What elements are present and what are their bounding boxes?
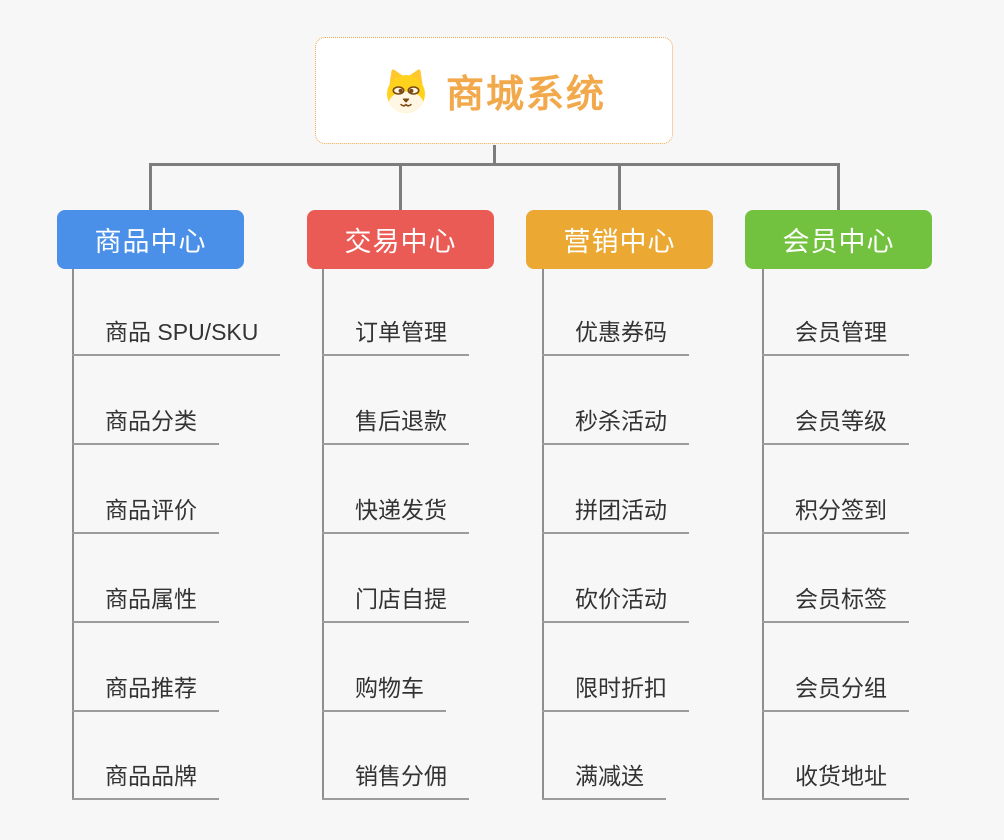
children-spine-marketing — [542, 269, 544, 800]
leaf-node[interactable]: 商品品牌 — [72, 762, 219, 800]
leaf-node[interactable]: 售后退款 — [322, 407, 469, 445]
leaf-node[interactable]: 销售分佣 — [322, 762, 469, 800]
root-node[interactable]: 商城系统 — [315, 37, 673, 144]
children-spine-member — [762, 269, 764, 800]
branch-node-trade-center[interactable]: 交易中心 — [307, 210, 494, 269]
branch-node-product-center[interactable]: 商品中心 — [57, 210, 244, 269]
leaf-node[interactable]: 会员标签 — [762, 585, 909, 623]
leaf-node[interactable]: 拼团活动 — [542, 496, 689, 534]
leaf-node[interactable]: 会员分组 — [762, 674, 909, 712]
shiba-dog-icon — [382, 67, 430, 115]
leaf-node[interactable]: 快递发货 — [322, 496, 469, 534]
children-spine-product — [72, 269, 74, 800]
children-spine-trade — [322, 269, 324, 800]
leaf-node[interactable]: 秒杀活动 — [542, 407, 689, 445]
leaf-node[interactable]: 积分签到 — [762, 496, 909, 534]
leaf-node[interactable]: 商品评价 — [72, 496, 219, 534]
leaf-node[interactable]: 满减送 — [542, 762, 666, 800]
connector-root-stub — [493, 145, 496, 166]
root-label: 商城系统 — [445, 74, 606, 116]
leaf-node[interactable]: 收货地址 — [762, 762, 909, 800]
branch-node-member-center[interactable]: 会员中心 — [745, 210, 932, 269]
leaf-node[interactable]: 订单管理 — [322, 318, 469, 356]
leaf-node[interactable]: 门店自提 — [322, 585, 469, 623]
leaf-node[interactable]: 会员管理 — [762, 318, 909, 356]
leaf-node[interactable]: 商品属性 — [72, 585, 219, 623]
connector-drop-product — [149, 163, 152, 210]
connector-drop-marketing — [618, 163, 621, 210]
leaf-node[interactable]: 砍价活动 — [542, 585, 689, 623]
leaf-node[interactable]: 会员等级 — [762, 407, 909, 445]
leaf-node[interactable]: 优惠券码 — [542, 318, 689, 356]
connector-drop-trade — [399, 163, 402, 210]
leaf-node[interactable]: 限时折扣 — [542, 674, 689, 712]
leaf-node[interactable]: 商品分类 — [72, 407, 219, 445]
leaf-node[interactable]: 商品推荐 — [72, 674, 219, 712]
connector-drop-member — [837, 163, 840, 210]
leaf-node[interactable]: 购物车 — [322, 674, 446, 712]
leaf-node[interactable]: 商品 SPU/SKU — [72, 318, 281, 356]
branch-node-marketing-center[interactable]: 营销中心 — [526, 210, 713, 269]
connector-rail — [149, 163, 840, 166]
